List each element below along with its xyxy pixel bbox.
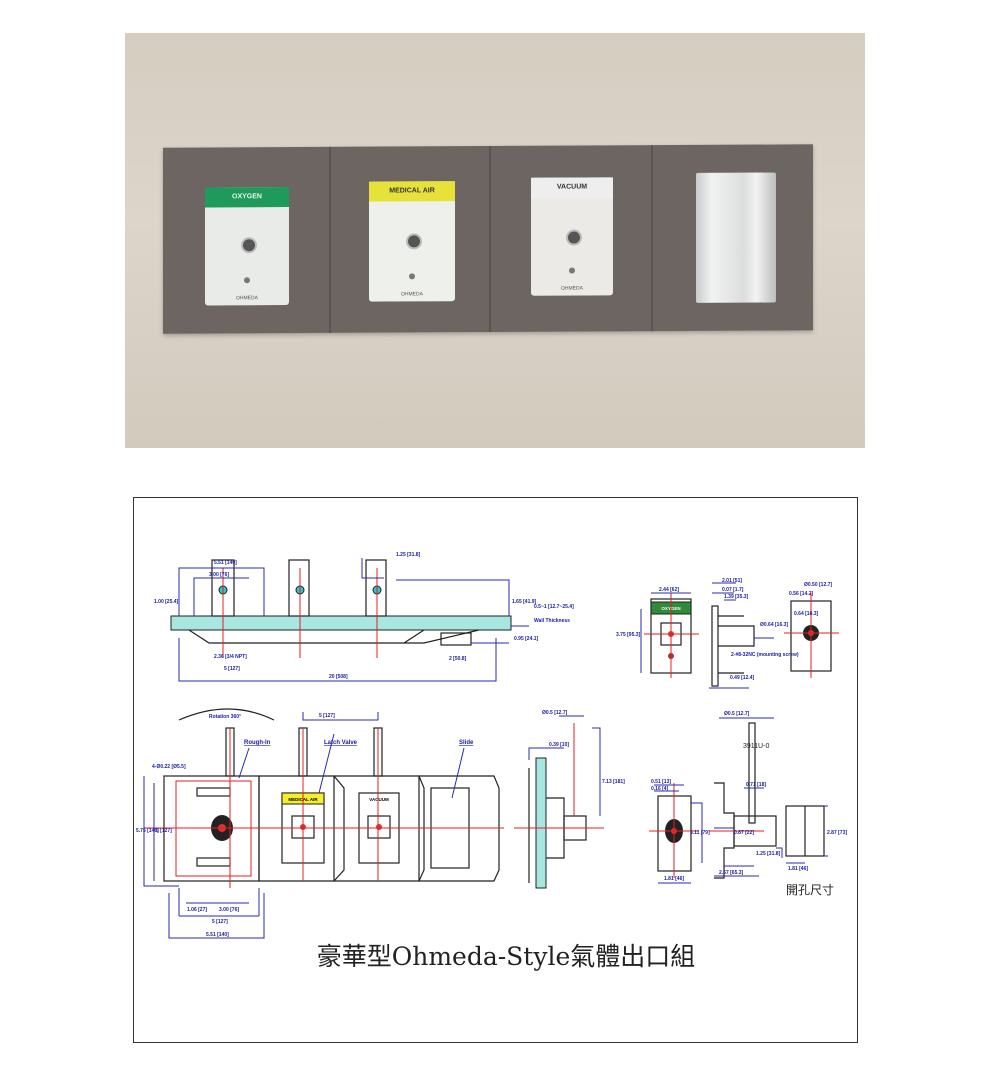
outlet-label: VACUUM — [531, 177, 613, 198]
outlet-brand: OHMEDA — [236, 295, 258, 302]
pipe-stub — [365, 559, 387, 617]
dim-label: 0.16 [4] — [651, 786, 669, 792]
technical-drawing: 5.51 [140] 3.00 [76] 1.00 [25.4] 1.25 [3… — [133, 497, 858, 1043]
dim-label: 5.51 [140] — [214, 560, 237, 566]
dim-label: 0.39 [10] — [549, 742, 569, 748]
cutout-label: 開孔尺寸 — [786, 883, 834, 897]
gas-port — [406, 233, 422, 250]
dim-label: 3.75 [95.3] — [616, 632, 641, 638]
dim-label: 0.5~1 [12.7~25.4] — [534, 604, 574, 610]
dim-label: 0.71 [18] — [746, 782, 766, 788]
dim-label: 3.00 [76] — [209, 572, 229, 578]
oxygen-outlet: OXYGEN OHMEDA — [205, 187, 289, 306]
outlet-label: OXYGEN — [205, 187, 289, 208]
dim-label: 3.00 [76] — [219, 907, 239, 913]
dim-label: 2-#8-32NC (mounting screw) — [731, 652, 799, 658]
dim-label: Ø0.5 [12.7] — [724, 711, 750, 717]
dim-label: 2.36 [3/4 NPT] — [214, 654, 247, 660]
gas-port — [566, 229, 582, 246]
rough-in-callout: Rough-In — [244, 740, 271, 746]
rotation-callout: Rotation 360° — [209, 714, 241, 720]
vacuum-outlet: VACUUM OHMEDA — [531, 177, 613, 296]
dim-label: 1.81 [46] — [664, 876, 684, 882]
dim-label: 2.01 [51] — [722, 578, 742, 584]
dim-label: 5.51 [140] — [206, 932, 229, 938]
dim-label: 2 [50.8] — [449, 656, 467, 662]
dim-label: 3.11 [79] — [690, 830, 710, 836]
dim-label: 0.49 [12.4] — [730, 675, 755, 681]
wall-section — [170, 615, 512, 631]
gas-port — [241, 237, 257, 254]
oxygen-plate-detail: OXYGEN 2.44 [62] 3.75 [95.3] 2.01 [51] 0… — [616, 578, 839, 689]
dim-label: 4-Ø0.22 [Ø5.5] — [152, 764, 186, 770]
dim-label: 1.25 [31.8] — [396, 552, 421, 558]
drawing-title: 豪華型Ohmeda-Style氣體出口組 — [317, 942, 696, 971]
dim-label: Ø0.5 [12.7] — [542, 710, 568, 716]
dim-label: 0.64 [16.3] — [794, 611, 819, 617]
slide-callout: Slide — [459, 740, 474, 746]
wall-outlet-panel: OXYGEN OHMEDA MEDICAL AIR OHMEDA VACUUM … — [163, 144, 813, 334]
dim-label: 0.56 [14.2] — [789, 591, 814, 597]
panel-profile — [188, 629, 480, 644]
dim-label: 0.07 [1.7] — [722, 587, 744, 593]
dim-label: Ø0.50 [12.7] — [804, 582, 832, 588]
dim-label: 1.81 [46] — [788, 866, 808, 872]
screw-hole — [569, 267, 575, 274]
section-view: 5.51 [140] 3.00 [76] 1.00 [25.4] 1.25 [3… — [154, 552, 574, 682]
dim-label: 1.65 [41.9] — [512, 599, 537, 605]
outlet-brand: OHMEDA — [561, 285, 583, 292]
dim-label: 20 [508] — [329, 674, 348, 680]
dim-label: Ø0.64 [16.3] — [760, 622, 788, 628]
dim-label: 7.13 [181] — [602, 779, 625, 785]
pipe-stub — [288, 559, 310, 617]
outlet-photo: OXYGEN OHMEDA MEDICAL AIR OHMEDA VACUUM … — [125, 33, 865, 448]
outlet-brand: OHMEDA — [401, 291, 423, 298]
model-number: 3911U-0 — [743, 743, 769, 750]
screw-hole — [409, 273, 415, 280]
slide-profile — [440, 632, 472, 646]
dim-label: 5 [127] — [156, 828, 172, 834]
dim-label: 0.87 [22] — [734, 830, 754, 836]
mounting-detail: 3911U-0 Ø0.5 [12.7] 0.51 [13] 0.16 [4] 3… — [649, 711, 847, 897]
dim-label: 0.95 [24.1] — [514, 636, 539, 642]
dim-label: 5 [127] — [212, 919, 228, 925]
dim-label: 5 [127] — [224, 666, 240, 672]
dim-label: 2.44 [62] — [659, 587, 679, 593]
dim-label: 1.00 [25.4] — [154, 599, 179, 605]
medical-air-outlet: MEDICAL AIR OHMEDA — [369, 181, 455, 302]
dim-label: 0.51 [13] — [651, 779, 671, 785]
dim-label: 1.06 [27] — [187, 907, 207, 913]
drawing-canvas: 5.51 [140] 3.00 [76] 1.00 [25.4] 1.25 [3… — [136, 552, 847, 971]
latch-valve-callout: Latch Valve — [324, 740, 358, 746]
plate-label: VACUUM — [369, 797, 389, 802]
dim-label: 2.57 [65.3] — [719, 870, 744, 876]
wall-thickness-callout: Wall Thickness — [534, 618, 570, 624]
outlet-label: MEDICAL AIR — [369, 181, 455, 202]
dim-label: 5 [127] — [319, 713, 335, 719]
equipment-slide — [696, 172, 776, 303]
dim-label: 1.25 [31.8] — [756, 851, 781, 857]
front-view: MEDICAL AIR VACUUM Rotation 360° Rough-I… — [136, 708, 504, 939]
dim-label: 1.39 [35.3] — [724, 594, 749, 600]
dim-label: 2.87 [73] — [827, 830, 847, 836]
screw-hole — [244, 277, 250, 284]
side-view: Ø0.5 [12.7] 0.39 [10] 7.13 [181] — [514, 710, 625, 889]
dim-label: 5.75 [146] — [136, 828, 159, 834]
